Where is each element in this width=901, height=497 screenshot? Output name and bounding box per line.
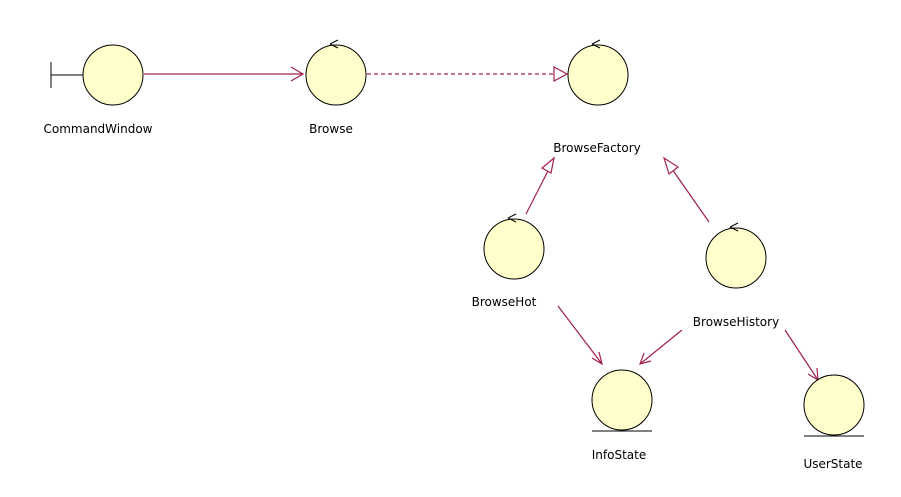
browse-label: Browse [309,122,353,136]
browse-circle [305,44,367,106]
control-arrow-icon [591,39,601,49]
edge-browsehistory-browsefactory [662,156,710,223]
edge-browsehistory-infostate [639,329,683,365]
node-browse-history[interactable]: BrowseHistory [693,222,779,329]
node-info-state[interactable]: InfoState [591,369,653,462]
control-arrow-icon [729,222,739,232]
info-state-circle [591,369,653,431]
edge-commandwindow-browse [144,66,305,82]
edge-browsehot-browsefactory [525,156,555,215]
browse-history-circle [705,227,767,289]
command-window-label: CommandWindow [44,122,153,136]
node-command-window[interactable]: CommandWindow [44,44,153,136]
edge-browse-browsefactory [367,65,569,83]
info-state-label: InfoState [592,448,646,462]
browse-hot-label: BrowseHot [472,295,537,309]
user-state-label: UserState [803,457,862,471]
browse-factory-circle [567,44,629,106]
control-arrow-icon [507,213,517,223]
node-browse-hot[interactable]: BrowseHot [472,213,545,309]
control-arrow-icon [329,39,339,49]
node-browse-factory[interactable]: BrowseFactory [553,39,641,155]
browse-hot-circle [483,218,545,280]
user-state-circle [803,374,865,436]
node-user-state[interactable]: UserState [803,374,865,471]
edge-browsehistory-userstate [784,329,819,382]
node-browse[interactable]: Browse [305,39,367,136]
command-window-circle [82,44,144,106]
edge-browsehot-infostate [557,305,603,366]
browse-history-label: BrowseHistory [693,315,779,329]
browse-factory-label: BrowseFactory [553,141,641,155]
